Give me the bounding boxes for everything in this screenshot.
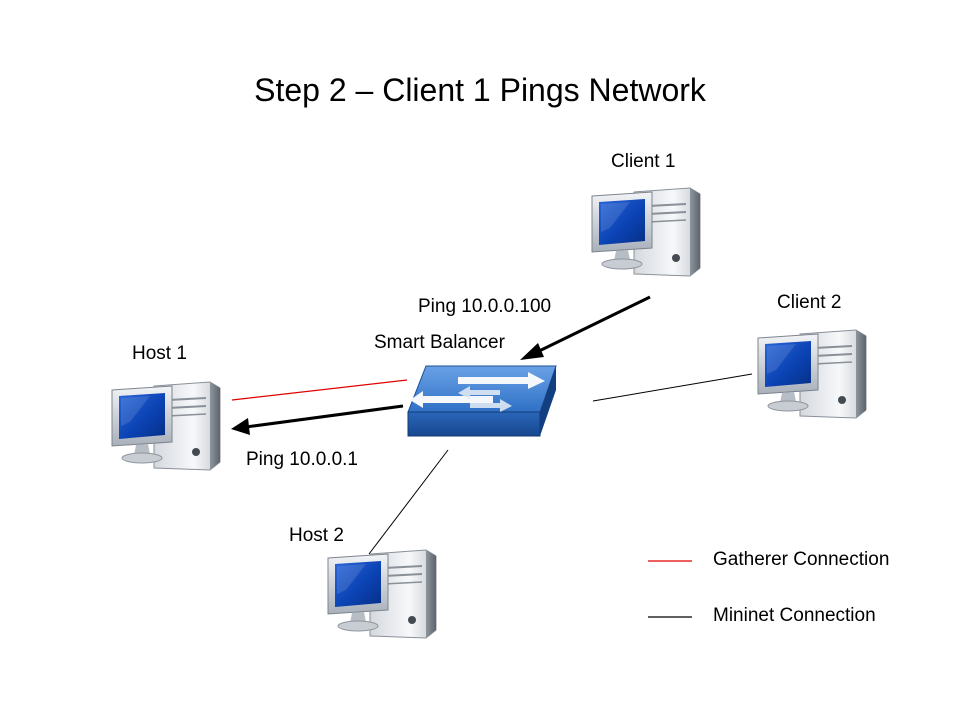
ping-arrow-switch-to-host1 <box>231 404 404 435</box>
client2-computer-icon <box>757 329 867 419</box>
mininet-link-switch-host2 <box>368 449 449 555</box>
mininet-link-switch-client2 <box>592 373 753 402</box>
network-switch-icon <box>407 365 557 437</box>
switch-label: Smart Balancer <box>374 332 505 353</box>
host1-computer-icon <box>111 381 221 471</box>
host1-label: Host 1 <box>132 343 187 364</box>
client1-label: Client 1 <box>611 151 676 172</box>
ping-label-switch: Ping 10.0.0.100 <box>418 296 552 317</box>
ping-arrow-client1-to-switch <box>520 295 651 360</box>
diagram-title: Step 2 – Client 1 Pings Network <box>254 72 706 108</box>
legend-mininet-label: Mininet Connection <box>713 605 876 626</box>
legend-gatherer-label: Gatherer Connection <box>713 549 890 570</box>
gatherer-link-switch-host1 <box>231 379 408 401</box>
host2-label: Host 2 <box>289 525 344 546</box>
ping-label-host1: Ping 10.0.0.1 <box>246 449 358 470</box>
client2-label: Client 2 <box>777 292 842 313</box>
host2-computer-icon <box>327 549 437 639</box>
client1-computer-icon <box>591 187 701 277</box>
